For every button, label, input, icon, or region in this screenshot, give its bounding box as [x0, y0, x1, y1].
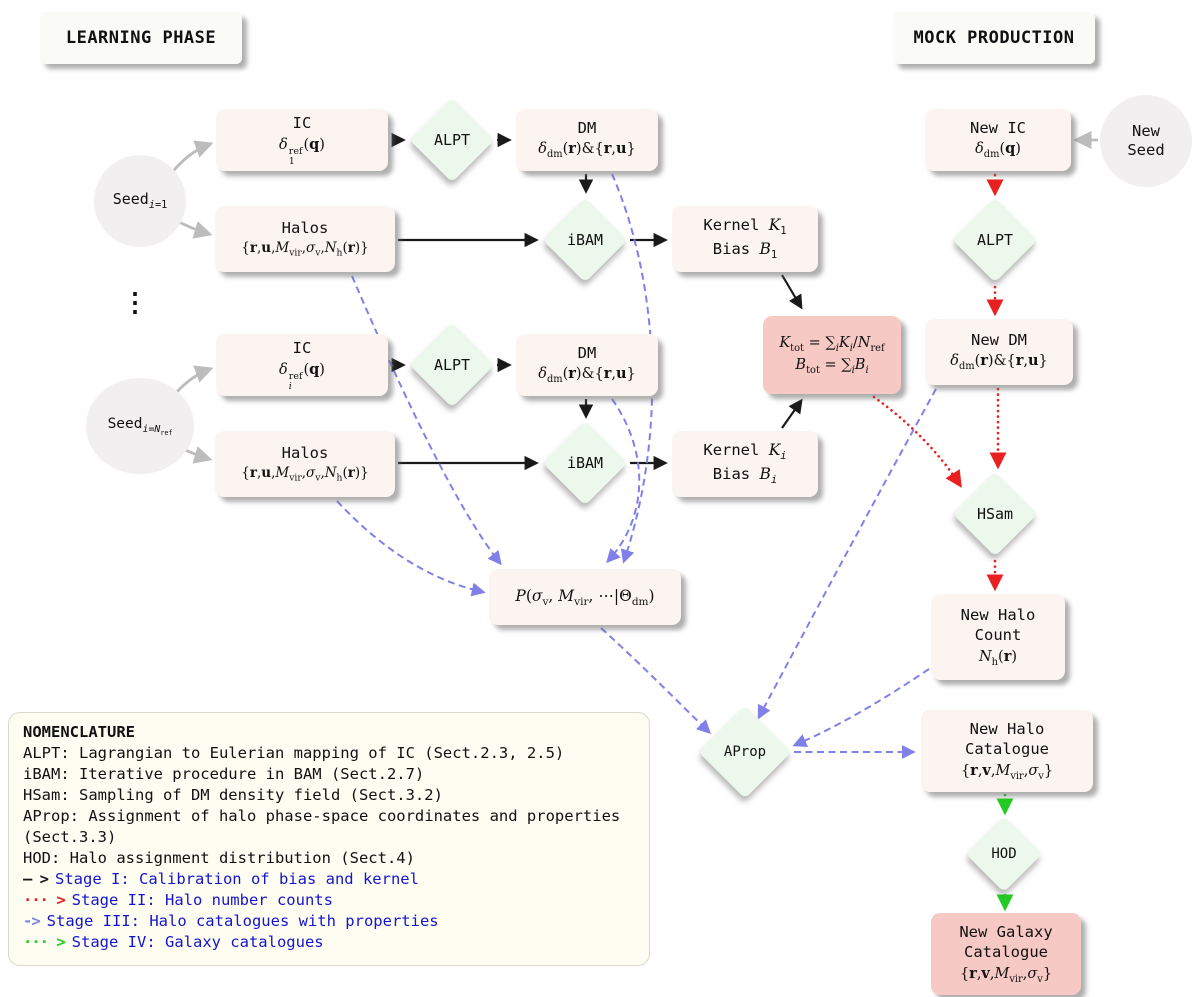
stage-4-text: Stage IV: Galaxy catalogues [71, 933, 324, 951]
kernel-i-line2: Bias Bi [712, 465, 778, 487]
node-kernel-total: Ktot = ∑iKi/Nref Btot = ∑iBi [763, 316, 901, 394]
kernel-1-line1: Kernel K1 [703, 216, 787, 238]
stage-3-arrow-glyph: -> [23, 912, 41, 930]
node-alpt-1: ALPT [407, 95, 497, 185]
seed-arrows [168, 130, 1098, 464]
new-dm-title: New DM [971, 331, 1027, 350]
node-ibam-1: iBAM [540, 195, 630, 285]
nomenclature-def-alpt: ALPT: Lagrangian to Eulerian mapping of … [23, 744, 565, 762]
ibam-1-label: iBAM [566, 231, 604, 249]
new-halo-catalogue-math: {r,v,Mvir,σv} [960, 761, 1054, 782]
node-dm-i: DM δdm(r)&{r,u} [516, 334, 658, 396]
stage-2-arrow-glyph: ··· > [23, 891, 66, 909]
stage-1-text: Stage I: Calibration of bias and kernel [55, 870, 419, 888]
node-hod: HOD [964, 814, 1044, 894]
seed-nref-label: Seedi=Nref [107, 415, 173, 437]
node-halos-1: Halos {r,u,Mvir,σv,Nh(r)} [215, 206, 395, 272]
new-ic-title: New IC [970, 119, 1026, 138]
node-ibam-2: iBAM [540, 418, 630, 508]
stage2-arrows [872, 173, 1007, 592]
hod-label: HOD [991, 846, 1017, 862]
node-alpt-3: ALPT [950, 195, 1040, 285]
new-halo-catalogue-line2: Catalogue [965, 740, 1049, 759]
property-distribution-math: P(σv, Mvir, ⋯|Θdm) [515, 586, 655, 608]
learning-phase-label: LEARNING PHASE [65, 28, 217, 48]
new-galaxy-catalogue-line1: New Galaxy [959, 923, 1053, 942]
legend-stage-3: -> Stage III: Halo catalogues with proper… [23, 911, 635, 932]
halos-i-title: Halos [281, 443, 329, 462]
new-dm-math: δdm(r)&{r,u} [950, 352, 1048, 373]
halos-1-title: Halos [281, 218, 329, 237]
nomenclature-def-ibam: iBAM: Iterative procedure in BAM (Sect.2… [23, 765, 425, 783]
stage-4-arrow-glyph: ··· > [23, 933, 66, 951]
kernel-1-line2: Bias B1 [712, 240, 778, 262]
nomenclature-title: NOMENCLATURE [23, 723, 135, 741]
new-halo-count-line1: New Halo [960, 606, 1036, 625]
nomenclature-panel: NOMENCLATURE ALPT: Lagrangian to Euleria… [8, 712, 650, 966]
new-galaxy-catalogue-line2: Catalogue [964, 943, 1048, 962]
seed-1-label: Seedi=1 [112, 189, 168, 211]
node-seed-1: Seedi=1 [94, 155, 186, 247]
node-new-dm: New DM δdm(r)&{r,u} [925, 319, 1073, 385]
stage3-arrows [336, 173, 937, 759]
ic-1-title: IC [292, 114, 312, 133]
node-property-distribution: P(σv, Mvir, ⋯|Θdm) [489, 569, 681, 625]
aprop-label: AProp [723, 744, 767, 760]
node-halos-i: Halos {r,u,Mvir,σv,Nh(r)} [215, 431, 395, 497]
hsam-label: HSam [976, 505, 1014, 523]
dm-1-title: DM [577, 119, 597, 138]
node-dm-1: DM δdm(r)&{r,u} [516, 109, 658, 171]
node-seed-nref: Seedi=Nref [86, 378, 194, 474]
alpt-1-label: ALPT [433, 131, 471, 149]
halos-1-math: {r,u,Mvir,σv,Nh(r)} [241, 240, 369, 259]
dm-i-math: δdm(r)&{r,u} [538, 365, 636, 386]
mock-production-title: MOCK PRODUCTION [893, 12, 1095, 64]
stage-3-text: Stage III: Halo catalogues with properti… [46, 912, 439, 930]
mock-production-label: MOCK PRODUCTION [913, 28, 1075, 48]
stage-2-text: Stage II: Halo number counts [71, 891, 333, 909]
vertical-dots-glyph: ⋮ [122, 288, 148, 318]
ibam-2-label: iBAM [566, 454, 604, 472]
legend-stage-2: ··· > Stage II: Halo number counts [23, 890, 635, 911]
node-new-ic: New IC δdm(q) [925, 109, 1071, 171]
dm-i-title: DM [577, 344, 597, 363]
nomenclature-def-hsam: HSam: Sampling of DM density field (Sect… [23, 786, 443, 804]
halos-i-math: {r,u,Mvir,σv,Nh(r)} [241, 465, 369, 484]
node-kernel-1: Kernel K1 Bias B1 [672, 206, 818, 272]
node-new-galaxy-catalogue: New Galaxy Catalogue {r,v,Mvir,σv} [931, 913, 1081, 995]
legend-stage-1: — > Stage I: Calibration of bias and kern… [23, 869, 635, 890]
kernel-total-line1: Ktot = ∑iKi/Nref [779, 334, 885, 354]
new-halo-count-math: Nh(r) [978, 647, 1017, 668]
nomenclature-def-aprop: AProp: Assignment of halo phase-space co… [23, 807, 621, 846]
node-new-halo-count: New Halo Count Nh(r) [931, 594, 1065, 680]
alpt-2-label: ALPT [433, 356, 471, 374]
stage-1-arrow-glyph: — > [23, 870, 49, 888]
learning-phase-title: LEARNING PHASE [40, 12, 242, 64]
node-hsam: HSam [950, 469, 1040, 559]
alpt-3-label: ALPT [976, 231, 1014, 249]
legend-stage-4: ··· > Stage IV: Galaxy catalogues [23, 932, 635, 953]
node-kernel-i: Kernel Ki Bias Bi [672, 431, 818, 497]
dm-1-math: δdm(r)&{r,u} [538, 140, 636, 161]
new-halo-count-line2: Count [974, 626, 1022, 645]
ic-i-title: IC [292, 339, 312, 358]
new-ic-math: δdm(q) [975, 140, 1021, 161]
node-aprop: AProp [695, 702, 795, 802]
stage1-arrows [391, 132, 803, 471]
new-galaxy-catalogue-math: {r,v,Mvir,σv} [959, 964, 1053, 985]
vertical-dots: ⋮ [122, 288, 148, 318]
new-halo-catalogue-line1: New Halo [969, 720, 1045, 739]
node-alpt-2: ALPT [407, 320, 497, 410]
kernel-i-line1: Kernel Ki [703, 441, 787, 463]
nomenclature-def-hod: HOD: Halo assignment distribution (Sect.… [23, 849, 415, 867]
kernel-total-line2: Btot = ∑iBi [795, 357, 869, 376]
node-new-halo-catalogue: New Halo Catalogue {r,v,Mvir,σv} [921, 710, 1093, 792]
